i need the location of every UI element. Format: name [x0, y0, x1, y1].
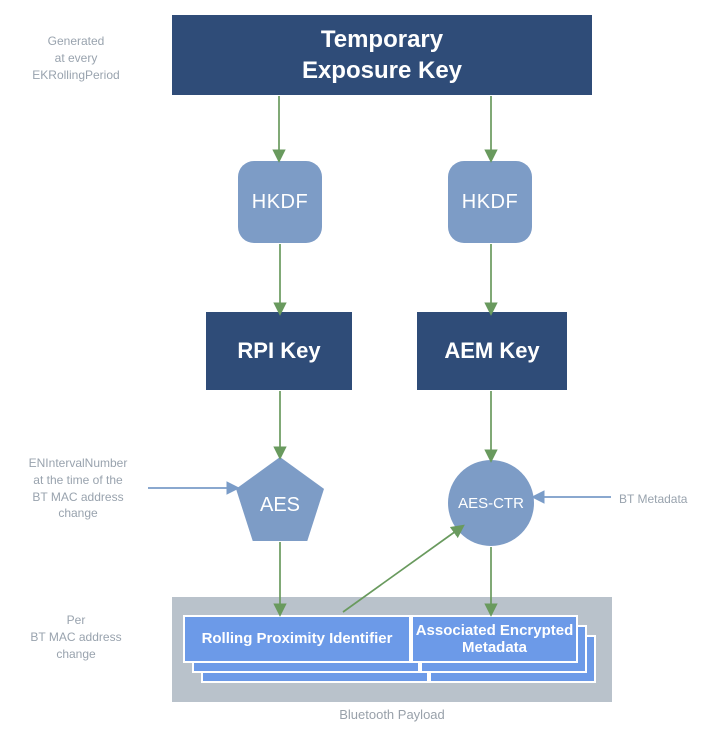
temporary-exposure-key-node: Temporary Exposure Key [172, 15, 592, 95]
aes-pentagon-node: AES [236, 457, 324, 541]
aem-key-node: AEM Key [417, 312, 567, 390]
hkdf-left-node: HKDF [238, 161, 322, 243]
bluetooth-payload-caption: Bluetooth Payload [339, 707, 445, 722]
rpi-key-node: RPI Key [206, 312, 352, 390]
associated-encrypted-metadata-card: Associated Encrypted Metadata [411, 615, 578, 663]
bt-metadata-annotation: BT Metadata [619, 492, 688, 506]
rolling-proximity-identifier-card: Rolling Proximity Identifier [183, 615, 411, 663]
hkdf-right-node: HKDF [448, 161, 532, 243]
aes-ctr-circle-node: AES-CTR [448, 460, 534, 546]
per-mac-change-annotation: Per BT MAC address change [30, 613, 122, 661]
en-interval-annotation: ENIntervalNumber at the time of the BT M… [28, 456, 128, 521]
generated-annotation: Generated at every EKRollingPeriod [32, 34, 120, 82]
